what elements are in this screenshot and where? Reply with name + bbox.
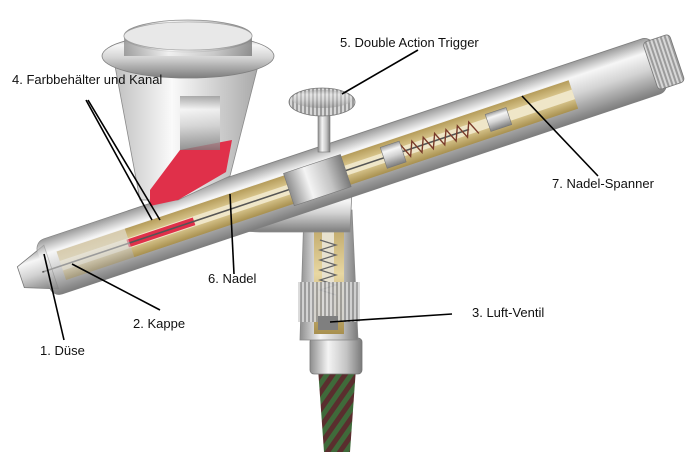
leader-lines	[43, 49, 599, 341]
leader-valve	[329, 313, 453, 323]
label-valve: 3. Luft-Ventil	[472, 305, 545, 320]
leader-needle	[229, 193, 235, 275]
label-needle: 6. Nadel	[208, 271, 257, 286]
label-trigger: 5. Double Action Trigger	[340, 35, 479, 50]
label-nozzle: 1. Düse	[40, 343, 85, 358]
back-knob	[643, 34, 685, 90]
leader-trigger	[341, 49, 419, 95]
leader-spanner	[521, 95, 599, 177]
label-tank: 4. Farbbehälter und Kanal	[12, 72, 163, 87]
hose-connector	[309, 337, 363, 375]
leader-tank-a	[85, 99, 153, 221]
label-spanner: 7. Nadel-Spanner	[552, 176, 654, 191]
air-hose	[318, 368, 356, 452]
front-cap	[37, 216, 136, 295]
label-cap: 2. Kappe	[133, 316, 186, 331]
paint-in-cup	[150, 140, 232, 206]
needle-spring	[399, 120, 480, 158]
trigger-mechanism	[283, 154, 352, 207]
leader-nozzle	[43, 253, 65, 341]
leader-cap	[71, 263, 161, 311]
leader-tank-b	[87, 99, 161, 221]
